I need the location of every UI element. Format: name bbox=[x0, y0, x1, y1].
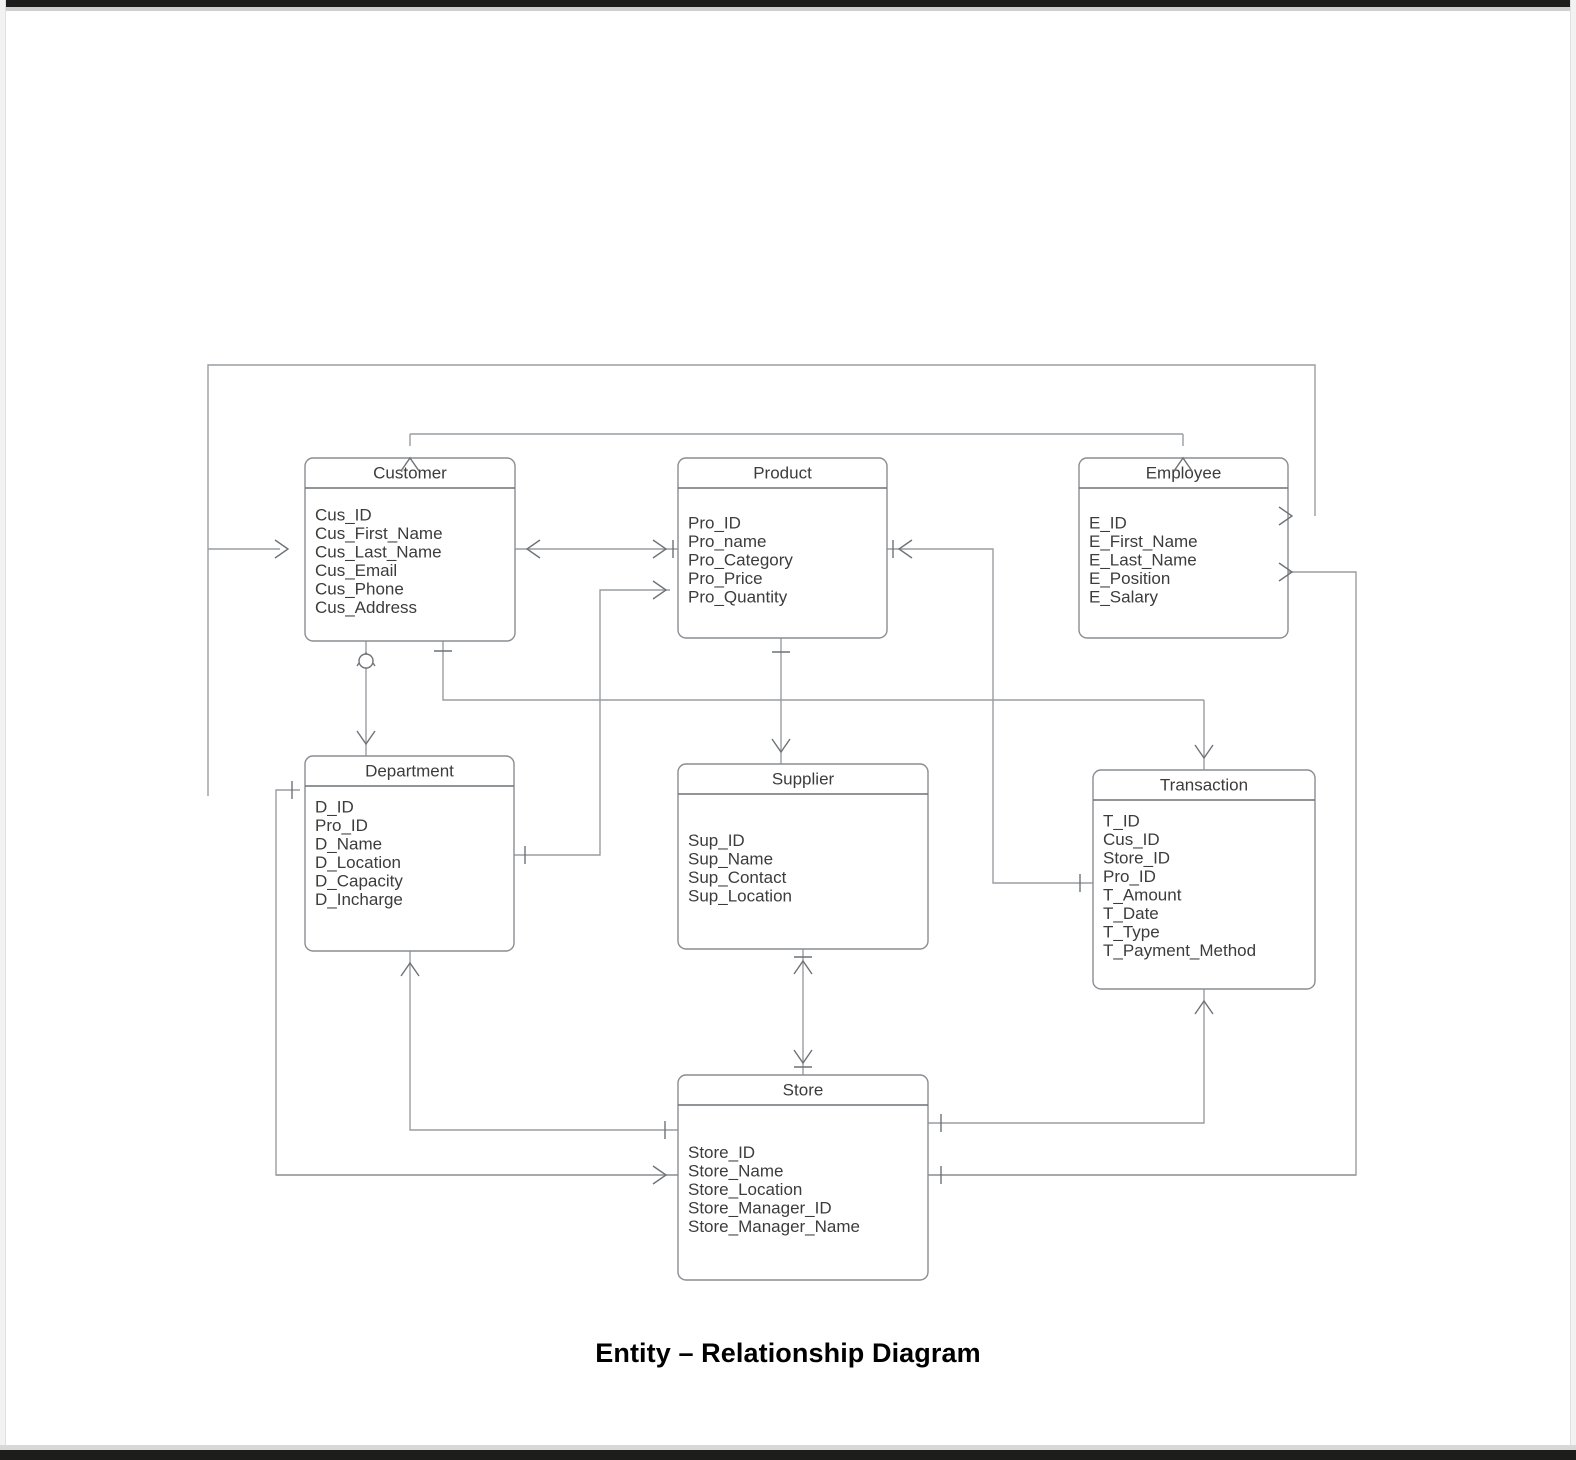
crowsfoot-store-left bbox=[652, 1165, 668, 1185]
entity-employee[interactable]: EmployeeE_IDE_First_NameE_Last_NameE_Pos… bbox=[1078, 457, 1289, 639]
entity-title: Employee bbox=[1146, 463, 1222, 482]
connector-customer-employee-outer bbox=[207, 364, 1316, 796]
crowsfoot-department-top bbox=[356, 730, 376, 746]
entity-store[interactable]: StoreStore_IDStore_NameStore_LocationSto… bbox=[677, 1074, 929, 1281]
entity-box bbox=[677, 457, 888, 639]
entity-attribute: D_Name bbox=[315, 834, 382, 853]
entity-attribute: Pro_ID bbox=[315, 816, 368, 835]
crowsfoot-supplier-top bbox=[771, 738, 791, 754]
entity-attribute: Pro_Price bbox=[688, 569, 763, 588]
entity-attribute: Store_Name bbox=[688, 1161, 783, 1180]
diagram-caption: Entity – Relationship Diagram bbox=[595, 1338, 981, 1368]
marker-layer bbox=[274, 456, 1294, 1185]
entity-layer: CustomerCus_IDCus_First_NameCus_Last_Nam… bbox=[304, 457, 1316, 1281]
page-edge-bottom-inner bbox=[0, 1445, 1576, 1450]
entity-attribute: Cus_First_Name bbox=[315, 524, 443, 543]
entity-title: Store bbox=[783, 1080, 824, 1099]
entity-box bbox=[304, 755, 515, 952]
entity-department[interactable]: DepartmentD_IDPro_IDD_NameD_LocationD_Ca… bbox=[304, 755, 515, 952]
page-edge-top bbox=[0, 0, 1576, 7]
entity-attribute: E_Salary bbox=[1089, 587, 1158, 606]
entity-attribute: Pro_ID bbox=[1103, 867, 1156, 886]
page-edge-top-inner bbox=[0, 7, 1576, 11]
entity-title: Department bbox=[365, 761, 454, 780]
entity-attribute: Store_ID bbox=[1103, 848, 1170, 867]
entity-attribute: Sup_Contact bbox=[688, 868, 787, 887]
entity-title: Supplier bbox=[772, 769, 835, 788]
connector-customer-transaction-route bbox=[442, 641, 1204, 701]
crowsfoot-product-left-lower bbox=[652, 580, 668, 600]
entity-box bbox=[1092, 769, 1316, 990]
entity-attribute: D_Location bbox=[315, 853, 401, 872]
entity-attribute: Store_Manager_ID bbox=[688, 1198, 832, 1217]
entity-attribute: Cus_Email bbox=[315, 561, 397, 580]
crowsfoot-transaction-bottom bbox=[1194, 999, 1214, 1015]
entity-attribute: Sup_Name bbox=[688, 850, 773, 869]
entity-attribute: Sup_Location bbox=[688, 887, 792, 906]
entity-attribute: D_Capacity bbox=[315, 871, 403, 890]
entity-customer[interactable]: CustomerCus_IDCus_First_NameCus_Last_Nam… bbox=[304, 457, 516, 642]
entity-attribute: Cus_ID bbox=[1103, 830, 1160, 849]
entity-attribute: E_Position bbox=[1089, 569, 1170, 588]
crowsfoot-product-left-upper bbox=[652, 539, 668, 559]
crowsfoot-employee-top bbox=[1173, 456, 1193, 472]
crowsfoot-customer-left bbox=[274, 539, 290, 559]
crowsfoot-customer-right bbox=[525, 539, 541, 559]
entity-attribute: T_ID bbox=[1103, 811, 1140, 830]
entity-transaction[interactable]: TransactionT_IDCus_IDStore_IDPro_IDT_Amo… bbox=[1092, 769, 1316, 990]
entity-attribute: Pro_name bbox=[688, 532, 766, 551]
crowsfoot-supplier-bottom bbox=[793, 959, 813, 975]
crowsfoot-employee-right-upper bbox=[1278, 506, 1294, 526]
entity-attribute: E_ID bbox=[1089, 513, 1127, 532]
entity-attribute: Cus_Last_Name bbox=[315, 542, 442, 561]
entity-box bbox=[677, 763, 929, 950]
page-edge-bottom bbox=[0, 1450, 1576, 1460]
entity-attribute: T_Date bbox=[1103, 904, 1159, 923]
crowsfoot-transaction-top bbox=[1194, 744, 1214, 760]
entity-title: Product bbox=[753, 463, 812, 482]
entity-supplier[interactable]: SupplierSup_IDSup_NameSup_ContactSup_Loc… bbox=[677, 763, 929, 950]
page-edge-right bbox=[1570, 0, 1576, 1460]
entity-attribute: T_Amount bbox=[1103, 885, 1182, 904]
entity-product[interactable]: ProductPro_IDPro_namePro_CategoryPro_Pri… bbox=[677, 457, 888, 639]
entity-attribute: D_Incharge bbox=[315, 890, 403, 909]
entity-title: Customer bbox=[373, 463, 447, 482]
crowsfoot-department-bottom bbox=[400, 961, 420, 977]
crowsfoot-store-top bbox=[793, 1049, 813, 1065]
entity-box bbox=[677, 1074, 929, 1281]
connector-layer bbox=[207, 364, 1357, 1176]
entity-attribute: T_Payment_Method bbox=[1103, 941, 1256, 960]
entity-title: Transaction bbox=[1160, 775, 1248, 794]
crowsfoot-product-right bbox=[897, 539, 913, 559]
entity-attribute: Cus_Address bbox=[315, 598, 417, 617]
entity-attribute: Pro_Category bbox=[688, 550, 793, 569]
entity-attribute: Store_Manager_Name bbox=[688, 1217, 860, 1236]
connector-transaction-store bbox=[928, 989, 1205, 1124]
entity-attribute: Cus_Phone bbox=[315, 579, 404, 598]
crowsfoot-customer-top bbox=[400, 456, 420, 472]
entity-attribute: E_First_Name bbox=[1089, 532, 1198, 551]
entity-attribute: Store_ID bbox=[688, 1143, 755, 1162]
entity-attribute: T_Type bbox=[1103, 922, 1160, 941]
entity-attribute: Sup_ID bbox=[688, 831, 745, 850]
entity-attribute: Cus_ID bbox=[315, 505, 372, 524]
page-edge-left bbox=[0, 0, 6, 1460]
entity-attribute: Pro_Quantity bbox=[688, 587, 788, 606]
zero-marker-customer-department bbox=[358, 653, 374, 669]
connector-product-transaction bbox=[887, 548, 1093, 884]
entity-attribute: Store_Location bbox=[688, 1180, 802, 1199]
entity-attribute: Pro_ID bbox=[688, 513, 741, 532]
entity-attribute: D_ID bbox=[315, 797, 354, 816]
connector-department-store bbox=[409, 951, 678, 1131]
entity-attribute: E_Last_Name bbox=[1089, 550, 1197, 569]
crowsfoot-employee-right-lower bbox=[1278, 562, 1294, 582]
connector-product-department bbox=[514, 589, 670, 856]
